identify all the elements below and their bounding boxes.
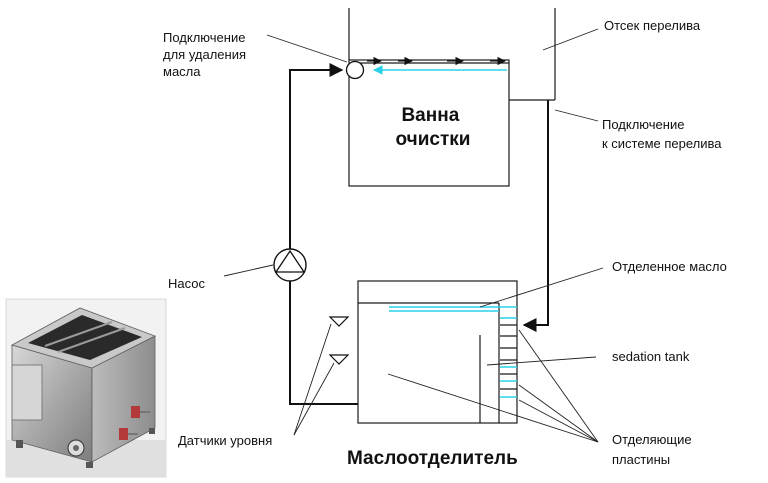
pump-pipe [289,63,358,405]
overflow-pipe [522,100,549,332]
pump-label: Насос [168,276,205,291]
separated-oil-label: Отделенное масло [612,259,727,274]
machine-photo [5,298,167,478]
overflow-connection-label: Подключение к системе перелива [602,117,722,151]
separating-plates-label: Отделяющие пластины [612,432,695,467]
cleaning-bath [348,59,510,187]
oil-separator-tank [357,280,518,424]
level-sensor-icon [328,316,350,365]
oil-removal-connection-label: Подключение для удаления масла [163,30,250,79]
overflow-compartment [348,8,556,101]
leader-lines [223,28,604,443]
overflow-compartment-label: Отсек перелива [604,18,701,33]
pump-icon [273,248,307,282]
separated-oil-layer [389,306,517,312]
separating-plates [500,317,517,398]
sedation-tank-label: sedation tank [612,349,690,364]
oil-removal-connection [345,60,365,80]
level-sensors-label: Датчики уровня [178,433,272,448]
oil-separator-title: Маслоотделитель [347,448,518,469]
cleaning-bath-title: Ванна очистки [396,105,471,150]
